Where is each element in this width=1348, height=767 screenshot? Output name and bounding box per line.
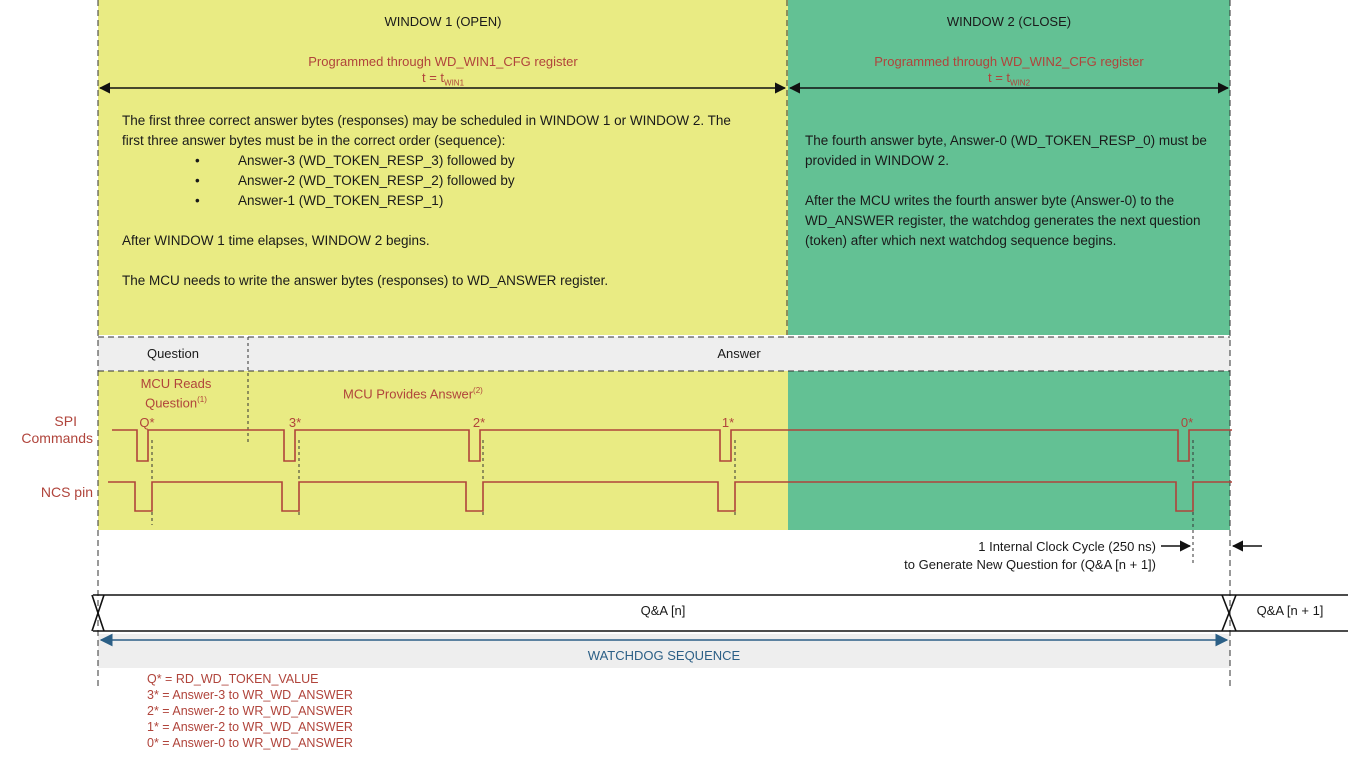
list-item: Answer-3 (WD_TOKEN_RESP_3) followed by [122, 151, 742, 171]
legend-item: 3* = Answer-3 to WR_WD_ANSWER [147, 688, 353, 702]
phase-band [98, 337, 1230, 371]
pulse-label-q: Q* [139, 415, 155, 430]
pulse-label-1: 1* [721, 415, 735, 430]
qa-current-label: Q&A [n] [640, 603, 686, 618]
window2-description: The fourth answer byte, Answer-0 (WD_TOK… [805, 131, 1220, 251]
watchdog-sequence-label: WATCHDOG SEQUENCE [587, 648, 741, 663]
window2-region [788, 0, 1230, 335]
qa-bus [91, 594, 1348, 632]
list-item: Answer-1 (WD_TOKEN_RESP_1) [122, 191, 742, 211]
window1-title: WINDOW 1 (OPEN) [384, 14, 502, 29]
legend-item: 0* = Answer-0 to WR_WD_ANSWER [147, 736, 353, 750]
spi-commands-label: SPI Commands [21, 413, 93, 446]
ncs-pin-waveform [108, 481, 1232, 512]
spi-commands-waveform [112, 429, 1232, 462]
legend-item: 2* = Answer-2 to WR_WD_ANSWER [147, 704, 353, 718]
pulse-label-3: 3* [288, 415, 302, 430]
mcu-provides-annotation: MCU Provides Answer(2) [343, 386, 483, 402]
ncs-pin-label: NCS pin [40, 484, 93, 500]
window1-para1: The first three correct answer bytes (re… [122, 113, 731, 148]
window2-para1: The fourth answer byte, Answer-0 (WD_TOK… [805, 133, 1207, 168]
window2-signal-region [788, 371, 1230, 530]
window2-programmed: Programmed through WD_WIN2_CFG register [874, 54, 1144, 69]
window1-description: The first three correct answer bytes (re… [122, 111, 742, 291]
pulse-label-2: 2* [472, 415, 486, 430]
list-item: Answer-2 (WD_TOKEN_RESP_2) followed by [122, 171, 742, 191]
legend-item: 1* = Answer-2 to WR_WD_ANSWER [147, 720, 353, 734]
mcu-reads-annotation: MCU Reads Question(1) [140, 376, 212, 411]
window2-title: WINDOW 2 (CLOSE) [946, 14, 1072, 29]
pulse-label-0: 0* [1180, 415, 1194, 430]
window1-signal-region [98, 371, 788, 530]
phase-answer: Answer [717, 346, 761, 361]
window1-para3: The MCU needs to write the answer bytes … [122, 273, 609, 288]
qa-next-label: Q&A [n + 1] [1256, 603, 1324, 618]
window1-programmed: Programmed through WD_WIN1_CFG register [308, 54, 578, 69]
legend-item: Q* = RD_WD_TOKEN_VALUE [147, 672, 319, 686]
window1-para2: After WINDOW 1 time elapses, WINDOW 2 be… [122, 233, 430, 248]
legend: Q* = RD_WD_TOKEN_VALUE 3* = Answer-3 to … [147, 671, 353, 751]
clock-cycle-note: 1 Internal Clock Cycle (250 ns) to Gener… [904, 539, 1156, 572]
answer-order-list: Answer-3 (WD_TOKEN_RESP_3) followed by A… [122, 151, 742, 211]
window2-para2: After the MCU writes the fourth answer b… [805, 193, 1201, 248]
phase-question: Question [146, 346, 200, 361]
